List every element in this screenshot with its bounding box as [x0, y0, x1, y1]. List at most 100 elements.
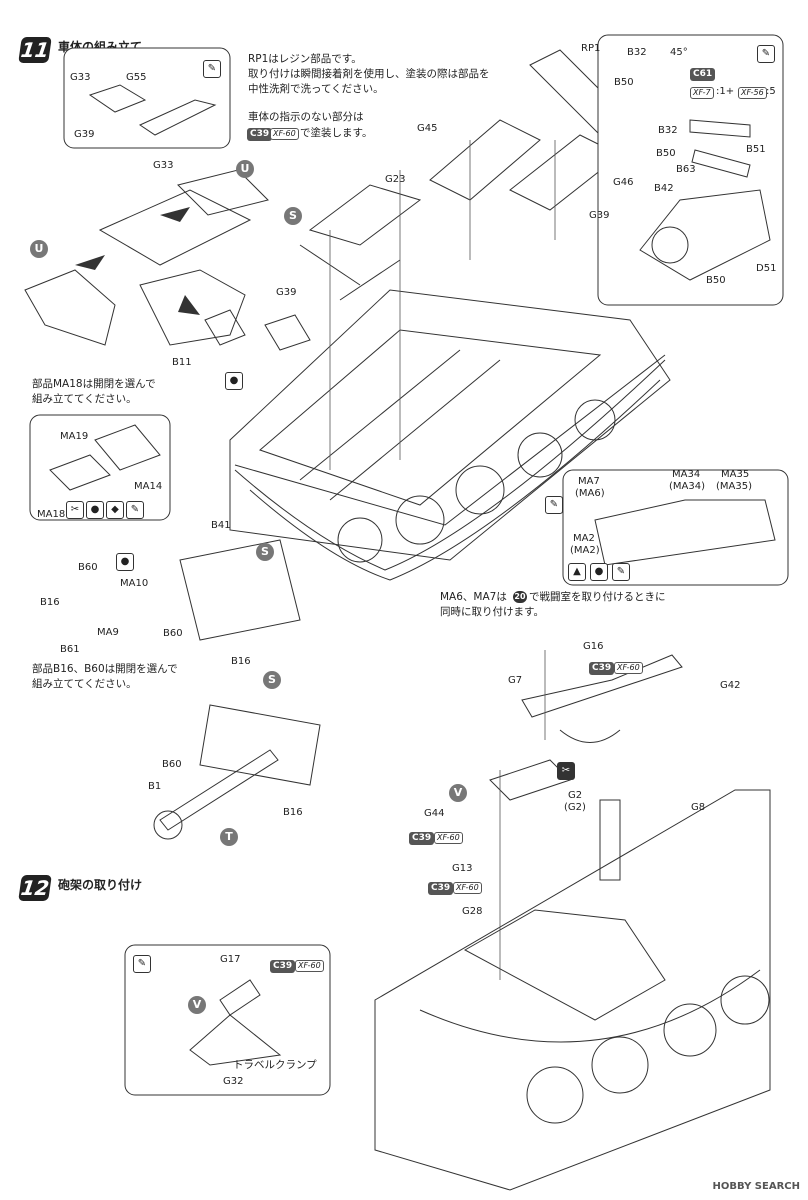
watermark-text: HOBBY SEARCH: [712, 1181, 800, 1192]
marker-u-icon: U: [236, 160, 254, 178]
glue-icon: ✎: [757, 45, 775, 63]
part-ma18: MA18: [37, 509, 66, 520]
part-b50: B50: [614, 77, 634, 88]
part-b11: B11: [172, 357, 192, 368]
part-b60: B60: [162, 759, 182, 770]
glue-icon: ✎: [545, 496, 563, 514]
part-g28: G28: [462, 906, 483, 917]
part-g2-alt: (G2): [564, 802, 586, 813]
part-g42: G42: [720, 680, 741, 691]
drop-icon: ●: [116, 553, 134, 571]
step-ref-badge: 20: [513, 591, 527, 603]
part-g33: G33: [70, 72, 91, 83]
paint-chip-c39: C39: [589, 662, 615, 675]
part-b63: B63: [676, 164, 696, 175]
note-b16-line1: 部品B16、B60は開閉を選んで: [32, 663, 178, 675]
marker-s-icon: S: [256, 543, 274, 561]
paint-chip-c61: C61: [690, 68, 716, 81]
paint-chip-c39: C39: [428, 882, 454, 895]
part-b16: B16: [40, 597, 60, 608]
part-d51: D51: [756, 263, 777, 274]
part-ma19: MA19: [60, 431, 89, 442]
note-ma6-line1a: MA6、MA7は: [440, 591, 507, 603]
step-12-number: 12: [18, 875, 52, 901]
part-ma7: MA7: [578, 476, 600, 487]
part-ma2-alt: (MA2): [570, 545, 600, 556]
paint-chip-xf60: XF-60: [614, 662, 643, 674]
part-ma2: MA2: [573, 533, 595, 544]
note-rp1-line3: 中性洗剤で洗ってください。: [248, 83, 384, 95]
glue-icon: ✎: [612, 563, 630, 581]
part-rp1: RP1: [581, 43, 601, 54]
part-b16: B16: [283, 807, 303, 818]
paint-ratio-2: :5: [766, 86, 776, 97]
part-ma35: MA35: [721, 469, 750, 480]
marker-v-icon: V: [188, 996, 206, 1014]
note-paint: 車体の指示のない部分は: [248, 111, 364, 123]
part-g39: G39: [589, 210, 610, 221]
marker-u-icon: U: [30, 240, 48, 258]
part-g13: G13: [452, 863, 473, 874]
part-g44: G44: [424, 808, 445, 819]
part-b41: B41: [211, 520, 231, 531]
paint-chip-xf60: XF-60: [453, 882, 482, 894]
part-g23: G23: [385, 174, 406, 185]
part-g39: G39: [74, 129, 95, 140]
part-b32: B32: [658, 125, 678, 136]
watermark-logo: HOBBY SEARCH: [713, 1181, 800, 1192]
part-g55: G55: [126, 72, 147, 83]
part-g17: G17: [220, 954, 241, 965]
paint-chip-xf7: XF-7: [690, 87, 714, 99]
note-ma18-line1: 部品MA18は開閉を選んで: [32, 378, 156, 390]
part-g32: G32: [223, 1076, 244, 1087]
part-ma34-alt: (MA34): [669, 481, 705, 492]
note-paint-suffix: で塗装します。: [300, 127, 373, 139]
up-icon: ▲: [568, 563, 586, 581]
part-g39: G39: [276, 287, 297, 298]
note-ma18-line2: 組み立ててください。: [32, 393, 137, 405]
travel-clamp-label: トラベルクランプ: [233, 1059, 317, 1071]
note-b16-line2: 組み立ててください。: [32, 678, 137, 690]
part-b16: B16: [231, 656, 251, 667]
marker-v-icon: V: [449, 784, 467, 802]
note-rp1-line1: RP1はレジン部品です。: [248, 53, 362, 65]
note-ma6-line1b: で戦闘室を取り付けるときに: [529, 591, 666, 603]
part-g16: G16: [583, 641, 604, 652]
paint-chip-xf56: XF-56: [738, 87, 767, 99]
part-g8: G8: [691, 802, 706, 813]
part-ma6-alt: (MA6): [575, 488, 605, 499]
part-ma10: MA10: [120, 578, 149, 589]
option-icon: ◆: [106, 501, 124, 519]
angle-label: 45°: [670, 47, 688, 58]
part-b50: B50: [656, 148, 676, 159]
part-b42: B42: [654, 183, 674, 194]
part-b1: B1: [148, 781, 162, 792]
marker-s-icon: S: [263, 671, 281, 689]
paint-chip-c39: C39: [270, 960, 296, 973]
glue-icon: ✎: [126, 501, 144, 519]
part-g33: G33: [153, 160, 174, 171]
part-ma14: MA14: [134, 481, 163, 492]
part-b60: B60: [163, 628, 183, 639]
paint-ratio-1: :1+: [716, 86, 735, 97]
note-rp1-line2: 取り付けは瞬間接着剤を使用し、塗装の際は部品を: [248, 68, 490, 80]
paint-chip-c39: C39: [409, 832, 435, 845]
part-ma9: MA9: [97, 627, 119, 638]
paint-chip-c39: C39: [247, 128, 273, 141]
part-ma35-alt: (MA35): [716, 481, 752, 492]
paint-chip-xf60: XF-60: [270, 128, 299, 140]
part-b50: B50: [706, 275, 726, 286]
part-b32: B32: [627, 47, 647, 58]
step-12-title: 砲架の取り付け: [58, 878, 143, 892]
drop-icon: ●: [590, 563, 608, 581]
part-g2: G2: [568, 790, 583, 801]
cut-icon: ✂: [557, 762, 575, 780]
glue-icon: ✎: [133, 955, 151, 973]
part-g45: G45: [417, 123, 438, 134]
part-g46: G46: [613, 177, 634, 188]
paint-chip-xf60: XF-60: [434, 832, 463, 844]
part-b60: B60: [78, 562, 98, 573]
marker-s-icon: S: [284, 207, 302, 225]
part-ma34: MA34: [672, 469, 701, 480]
